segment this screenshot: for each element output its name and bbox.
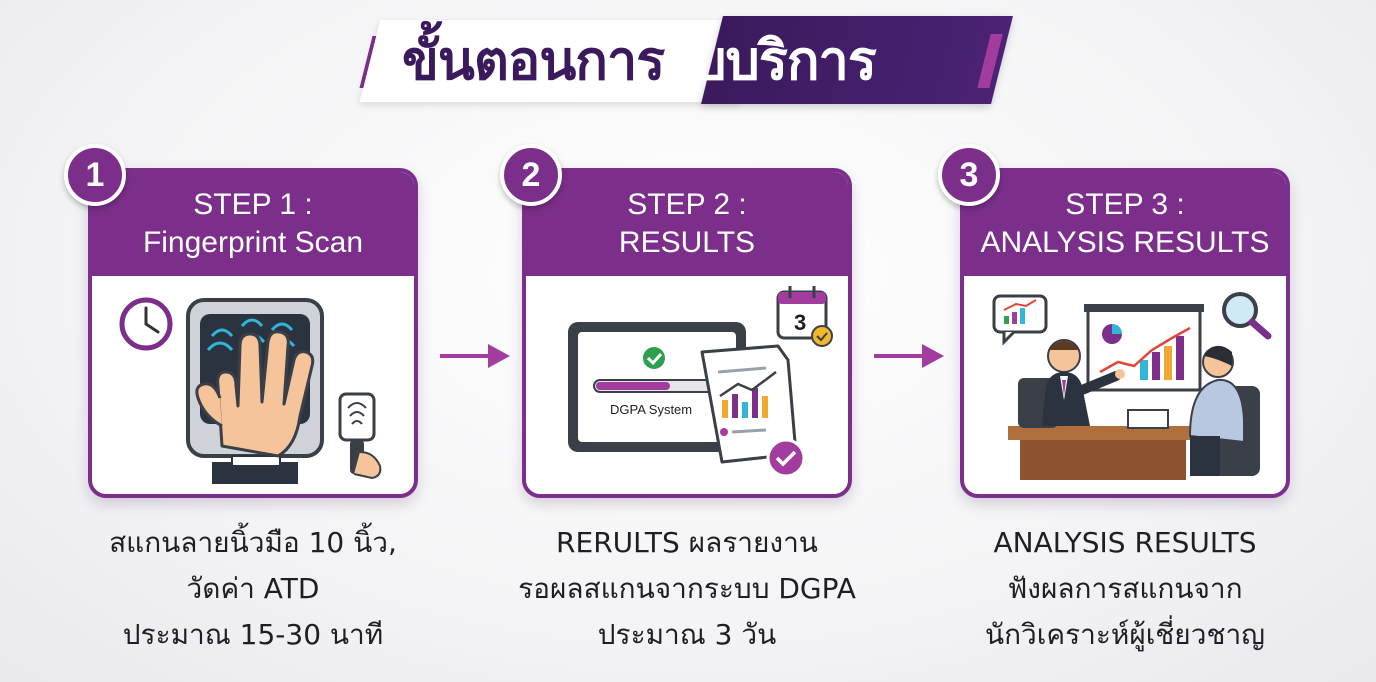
step-3-heading-line2: ANALYSIS RESULTS	[980, 226, 1270, 259]
step-1-heading-line2: Fingerprint Scan	[142, 226, 364, 259]
step-3-caption-line: ANALYSIS RESULTS	[993, 526, 1257, 559]
title-part-dark: ขั้นตอนการ	[402, 29, 665, 92]
title-banner: ขั้นตอนการรับบริการ	[359, 14, 1014, 106]
step-3-number-badge: 3	[938, 144, 1000, 206]
hand-illustration	[195, 330, 315, 458]
step-1-card: STEP 1 : Fingerprint Scan	[88, 168, 418, 498]
clock-icon	[119, 297, 173, 351]
calendar-day: 3	[794, 310, 806, 335]
step-1-caption-line: วัดค่า ATD	[186, 572, 320, 605]
step-1-number-badge: 1	[64, 144, 126, 206]
step-2-card: STEP 2 : RESULTS DGPA System	[522, 168, 852, 498]
step-2-caption-line: ประมาณ 3 วัน	[597, 618, 777, 651]
step-1-header: STEP 1 : Fingerprint Scan	[92, 172, 414, 276]
system-label: DGPA System	[610, 402, 692, 417]
step-3-illustration	[964, 276, 1286, 494]
step-3-caption: ANALYSIS RESULTS ฟังผลการสแกนจาก นักวิเค…	[925, 520, 1325, 658]
step-1-illustration	[92, 276, 414, 494]
step-2-number-badge: 2	[500, 144, 562, 206]
check-icon	[643, 347, 665, 369]
step-2-heading-line2: RESULTS	[618, 226, 756, 259]
report-icon	[700, 344, 806, 478]
step-1-heading-line1: STEP 1 :	[193, 188, 313, 221]
step-2-illustration: DGPA System 3	[526, 276, 848, 494]
step-3-caption-line: ฟังผลการสแกนจาก	[1007, 572, 1243, 605]
arrow-right-icon	[874, 344, 944, 368]
calendar-icon: 3	[776, 286, 833, 347]
step-2-caption-line: RERULTS ผลรายงาน	[556, 526, 818, 559]
arrow-right-icon	[440, 344, 510, 368]
step-3-heading-line1: STEP 3 :	[1065, 188, 1185, 221]
step-2-caption-line: รอผลสแกนจากระบบ DGPA	[518, 572, 856, 605]
step-3-caption-line: นักวิเคราะห์ผู้เชี่ยวชาญ	[984, 618, 1266, 651]
step-1-caption-line: สแกนลายนิ้วมือ 10 นิ้ว,	[109, 526, 397, 559]
page-title: ขั้นตอนการรับบริการ	[402, 26, 982, 96]
step-1-caption-line: ประมาณ 15-30 นาที	[122, 618, 384, 651]
step-3-header: STEP 3 : ANALYSIS RESULTS	[964, 172, 1286, 276]
step-2-caption: RERULTS ผลรายงาน รอผลสแกนจากระบบ DGPA ปร…	[487, 520, 887, 658]
handheld-scanner-icon	[338, 392, 382, 480]
step-2-heading-line1: STEP 2 :	[627, 188, 747, 221]
step-2-header: STEP 2 : RESULTS	[526, 172, 848, 276]
magnifier-icon	[1222, 292, 1272, 340]
chat-chart-icon	[992, 294, 1048, 346]
step-3-card: STEP 3 : ANALYSIS RESULTS	[960, 168, 1290, 498]
title-part-light: รับบริการ	[664, 29, 877, 92]
consultation-illustration	[1008, 339, 1260, 480]
step-1-caption: สแกนลายนิ้วมือ 10 นิ้ว, วัดค่า ATD ประมา…	[53, 520, 453, 658]
